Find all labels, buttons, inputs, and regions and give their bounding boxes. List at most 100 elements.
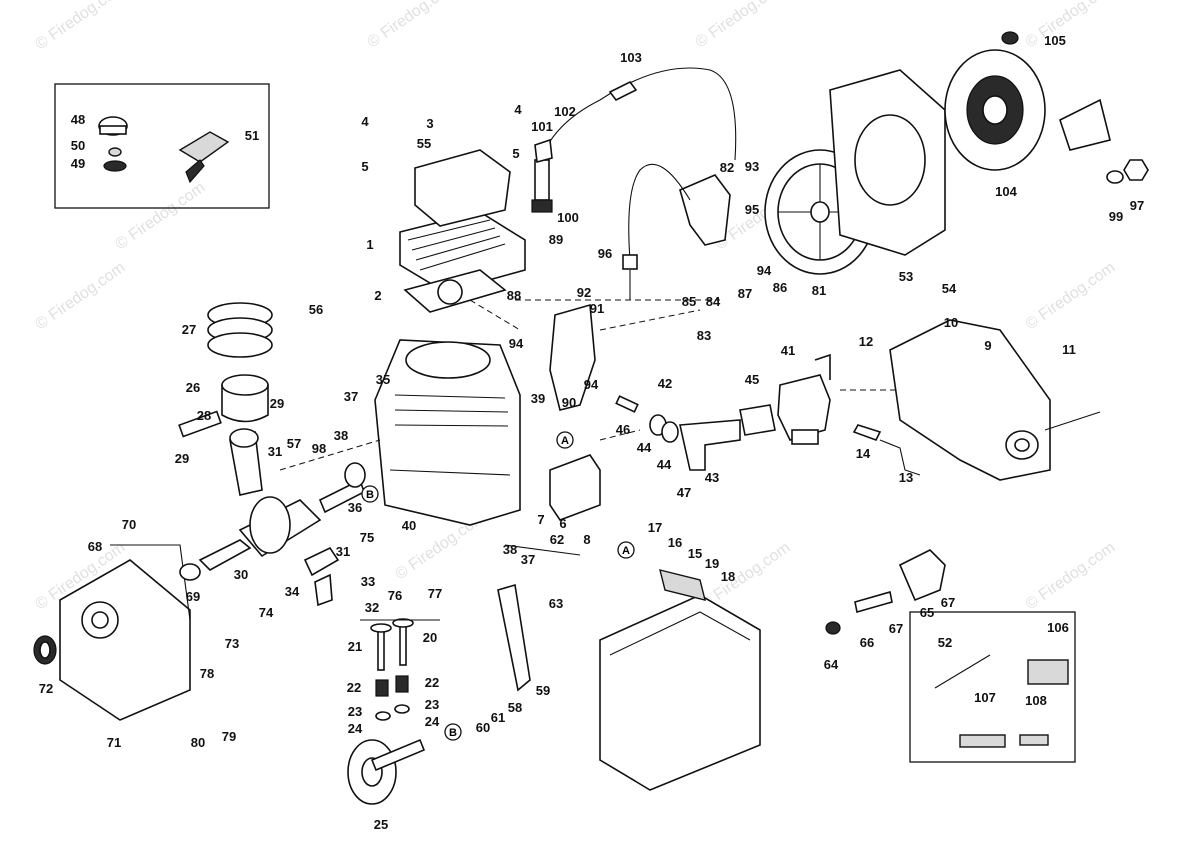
callout-95: 95: [745, 202, 759, 217]
callout-93: 93: [745, 159, 759, 174]
watermark: © Firedog.com: [33, 259, 129, 333]
callout-57: 57: [287, 436, 301, 451]
callout-98: 98: [312, 441, 326, 456]
callout-4: 4: [361, 114, 369, 129]
callout-39: 39: [531, 391, 545, 406]
callout-97: 97: [1130, 198, 1144, 213]
cylinder-block: [374, 339, 521, 526]
callout-24: 24: [348, 721, 363, 736]
callout-23: 23: [348, 704, 362, 719]
callout-40: 40: [402, 518, 416, 533]
reference-marker-layer: A A B B: [361, 431, 635, 741]
breather-cover: [549, 454, 601, 521]
callout-68: 68: [88, 539, 102, 554]
reference-label: A: [561, 435, 569, 447]
air-cleaner-case: [852, 319, 1101, 481]
callout-26: 26: [186, 380, 200, 395]
callout-54: 54: [942, 281, 957, 296]
callout-10: 10: [944, 315, 958, 330]
callout-89: 89: [549, 232, 563, 247]
callout-29: 29: [270, 396, 284, 411]
callout-25: 25: [374, 817, 388, 832]
ignition-coil: [622, 163, 731, 300]
callout-78: 78: [200, 666, 214, 681]
reference-marker-b: B: [361, 485, 379, 503]
callout-44: 44: [657, 457, 672, 472]
callout-42: 42: [658, 376, 672, 391]
callout-37: 37: [344, 389, 358, 404]
callout-47: 47: [677, 485, 691, 500]
callout-59: 59: [536, 683, 550, 698]
reference-circle: [556, 431, 574, 449]
carburetor: [777, 353, 831, 445]
callout-5: 5: [361, 159, 368, 174]
callout-15: 15: [688, 546, 702, 561]
callout-84: 84: [706, 294, 721, 309]
callout-5: 5: [512, 146, 519, 161]
piston: [178, 302, 273, 438]
callout-82: 82: [720, 160, 734, 175]
callout-21: 21: [348, 639, 362, 654]
callout-28: 28: [197, 408, 211, 423]
callout-45: 45: [745, 372, 759, 387]
callout-43: 43: [705, 470, 719, 485]
callout-17: 17: [648, 520, 662, 535]
callout-104: 104: [995, 184, 1017, 199]
callout-90: 90: [562, 395, 576, 410]
oil-fill-cap: [98, 116, 230, 184]
label-sticker-106: [1027, 659, 1069, 685]
callout-65: 65: [920, 605, 934, 620]
callout-38: 38: [334, 428, 348, 443]
callout-9: 9: [984, 338, 991, 353]
callout-86: 86: [773, 280, 787, 295]
callout-51: 51: [245, 128, 259, 143]
watermark: © Firedog.com: [693, 0, 789, 51]
callout-58: 58: [508, 700, 522, 715]
callout-74: 74: [259, 605, 274, 620]
callout-96: 96: [598, 246, 612, 261]
callout-1: 1: [366, 237, 373, 252]
watermark: © Firedog.com: [1023, 259, 1119, 333]
callout-94: 94: [757, 263, 772, 278]
head-cover-plate: [414, 149, 511, 227]
reference-marker-a: A: [617, 541, 635, 559]
callout-23: 23: [425, 697, 439, 712]
callout-60: 60: [476, 720, 490, 735]
callout-64: 64: [824, 657, 839, 672]
callout-22: 22: [347, 680, 361, 695]
callout-32: 32: [365, 600, 379, 615]
callout-102: 102: [554, 104, 576, 119]
side-cover-plate: [549, 303, 596, 411]
callout-12: 12: [859, 334, 873, 349]
watermark: © Firedog.com: [365, 0, 461, 51]
callout-107: 107: [974, 690, 996, 705]
callout-41: 41: [781, 343, 795, 358]
callout-53: 53: [899, 269, 913, 284]
callout-92: 92: [577, 285, 591, 300]
callout-19: 19: [705, 556, 719, 571]
callout-30: 30: [234, 567, 248, 582]
callout-85: 85: [682, 294, 696, 309]
callout-14: 14: [856, 446, 871, 461]
muffler: [599, 569, 761, 791]
callout-13: 13: [899, 470, 913, 485]
fan-housing: [829, 69, 946, 256]
callout-7: 7: [537, 512, 544, 527]
callout-77: 77: [428, 586, 442, 601]
callout-20: 20: [423, 630, 437, 645]
reference-circle: [617, 541, 635, 559]
callout-38: 38: [503, 542, 517, 557]
watermark: © Firedog.com: [33, 0, 129, 53]
callout-63: 63: [549, 596, 563, 611]
callout-105: 105: [1044, 33, 1066, 48]
callout-46: 46: [616, 422, 630, 437]
reference-marker-b: B: [444, 723, 462, 741]
callout-31: 31: [336, 544, 350, 559]
callout-66: 66: [860, 635, 874, 650]
callout-101: 101: [531, 119, 553, 134]
callout-67: 67: [889, 621, 903, 636]
reference-label: A: [622, 545, 630, 557]
callout-36: 36: [348, 500, 362, 515]
